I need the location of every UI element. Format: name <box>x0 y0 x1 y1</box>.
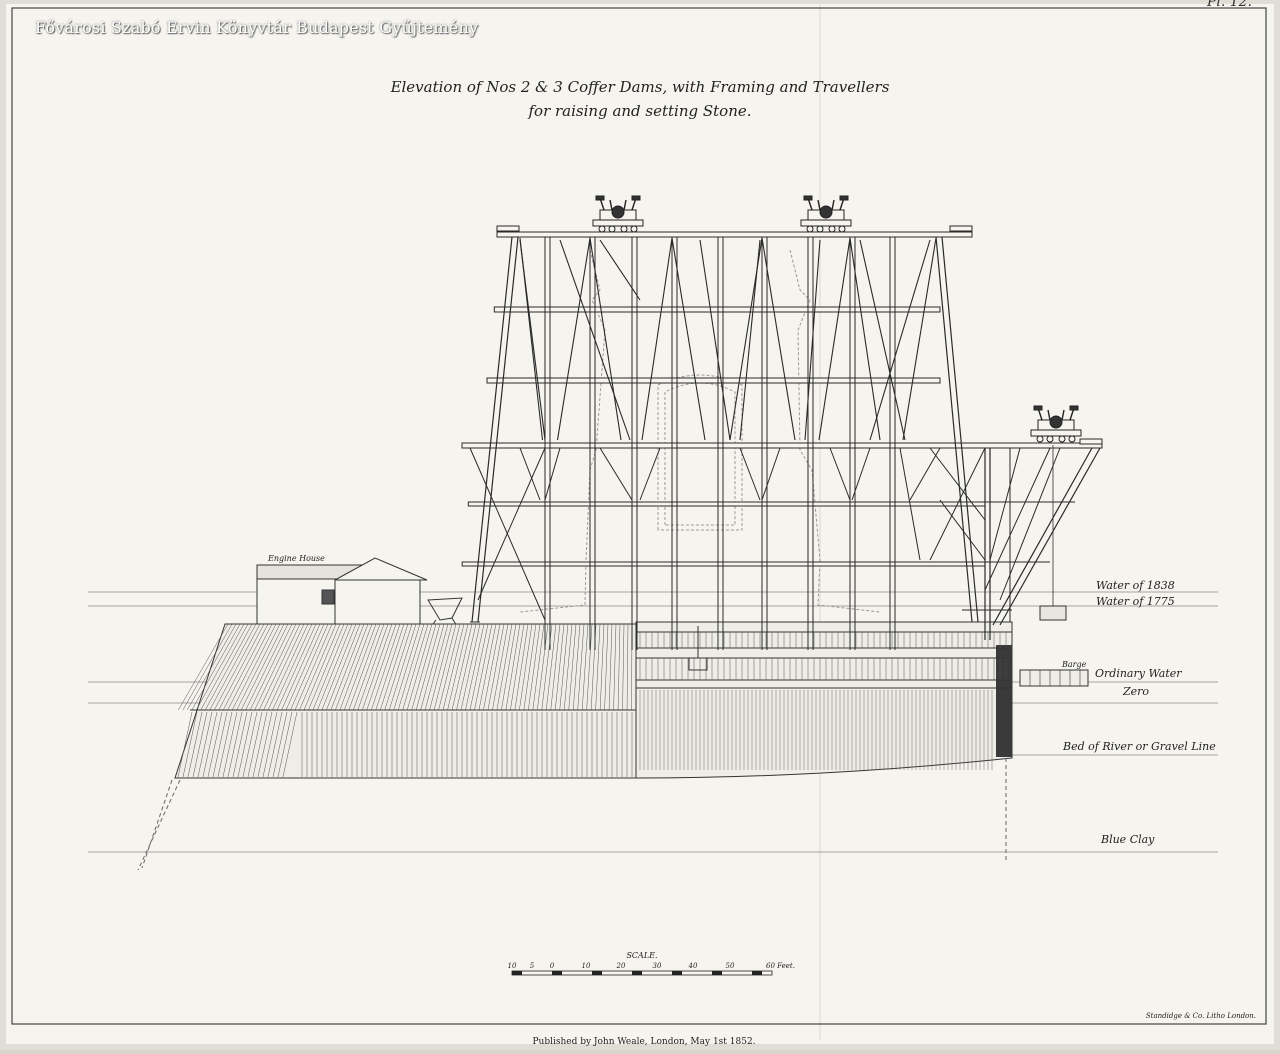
engine-house-label: Engine House <box>267 554 325 563</box>
title-line-1: Elevation of Nos 2 & 3 Coffer Dams, with… <box>390 78 890 96</box>
plate-number: Pl. 12. <box>1207 0 1252 10</box>
scale-tick-label: 10 <box>582 962 591 970</box>
ordinary-water-label: Ordinary Water <box>1095 667 1182 680</box>
scale-tick-label: 10 <box>508 962 517 970</box>
water-1775-label: Water of 1775 <box>1096 595 1175 608</box>
scale-tick-label: 0 <box>550 962 555 970</box>
scale-tick-label: 30 <box>653 962 662 970</box>
scale-tick-label: 50 <box>726 962 735 970</box>
scale-tick-label: 40 <box>688 962 698 970</box>
zero-label: Zero <box>1122 685 1149 698</box>
scale-tick-label: 5 <box>530 962 535 970</box>
scale-title: SCALE. <box>626 951 657 960</box>
title-line-2: for raising and setting Stone. <box>527 102 751 120</box>
scale-tick-label: 60 Feet. <box>766 962 795 970</box>
bed-of-river-label: Bed of River or Gravel Line <box>1062 740 1216 753</box>
blue-clay-label: Blue Clay <box>1100 833 1155 846</box>
library-watermark: Fővárosi Szabó Ervin Könyvtár Budapest G… <box>35 18 478 37</box>
printer-credit: Standidge & Co. Litho London. <box>1146 1012 1256 1020</box>
scale-tick-label: 20 <box>616 962 626 970</box>
publisher-line: Published by John Weale, London, May 1st… <box>532 1037 755 1047</box>
barge <box>1020 670 1088 686</box>
barge-label: Barge <box>1061 660 1087 669</box>
water-1838-label: Water of 1838 <box>1096 579 1175 592</box>
